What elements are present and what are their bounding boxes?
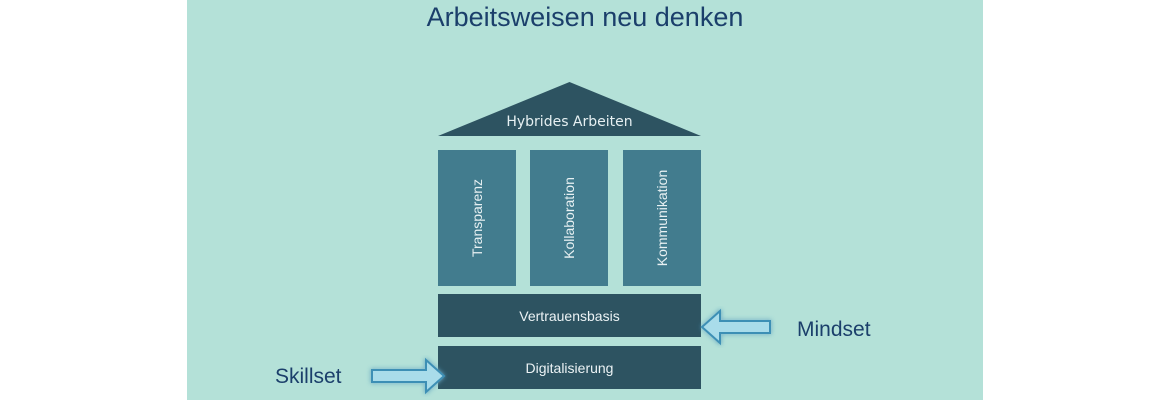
pillar-label: Kollaboration — [561, 177, 577, 259]
foundation-label: Vertrauensbasis — [519, 307, 620, 324]
pillar-kollaboration: Kollaboration — [530, 150, 608, 286]
page-title: Arbeitsweisen neu denken — [426, 2, 744, 32]
pillar-kommunikation: Kommunikation — [623, 150, 701, 286]
pillar-label: Kommunikation — [654, 169, 670, 267]
roof-label: Hybrides Arbeiten — [506, 114, 633, 130]
mindset-label: Mindset — [797, 318, 871, 341]
foundation-digitalisierung: Digitalisierung — [438, 346, 701, 389]
pillar-label: Transparenz — [469, 178, 485, 258]
arrow-left-icon — [700, 308, 771, 346]
foundation-vertrauensbasis: Vertrauensbasis — [438, 294, 701, 337]
foundation-label: Digitalisierung — [525, 359, 614, 376]
roof-shape — [438, 82, 701, 136]
skillset-label: Skillset — [275, 365, 342, 388]
pillar-transparenz: Transparenz — [438, 150, 516, 286]
arrow-right-icon — [371, 357, 446, 395]
